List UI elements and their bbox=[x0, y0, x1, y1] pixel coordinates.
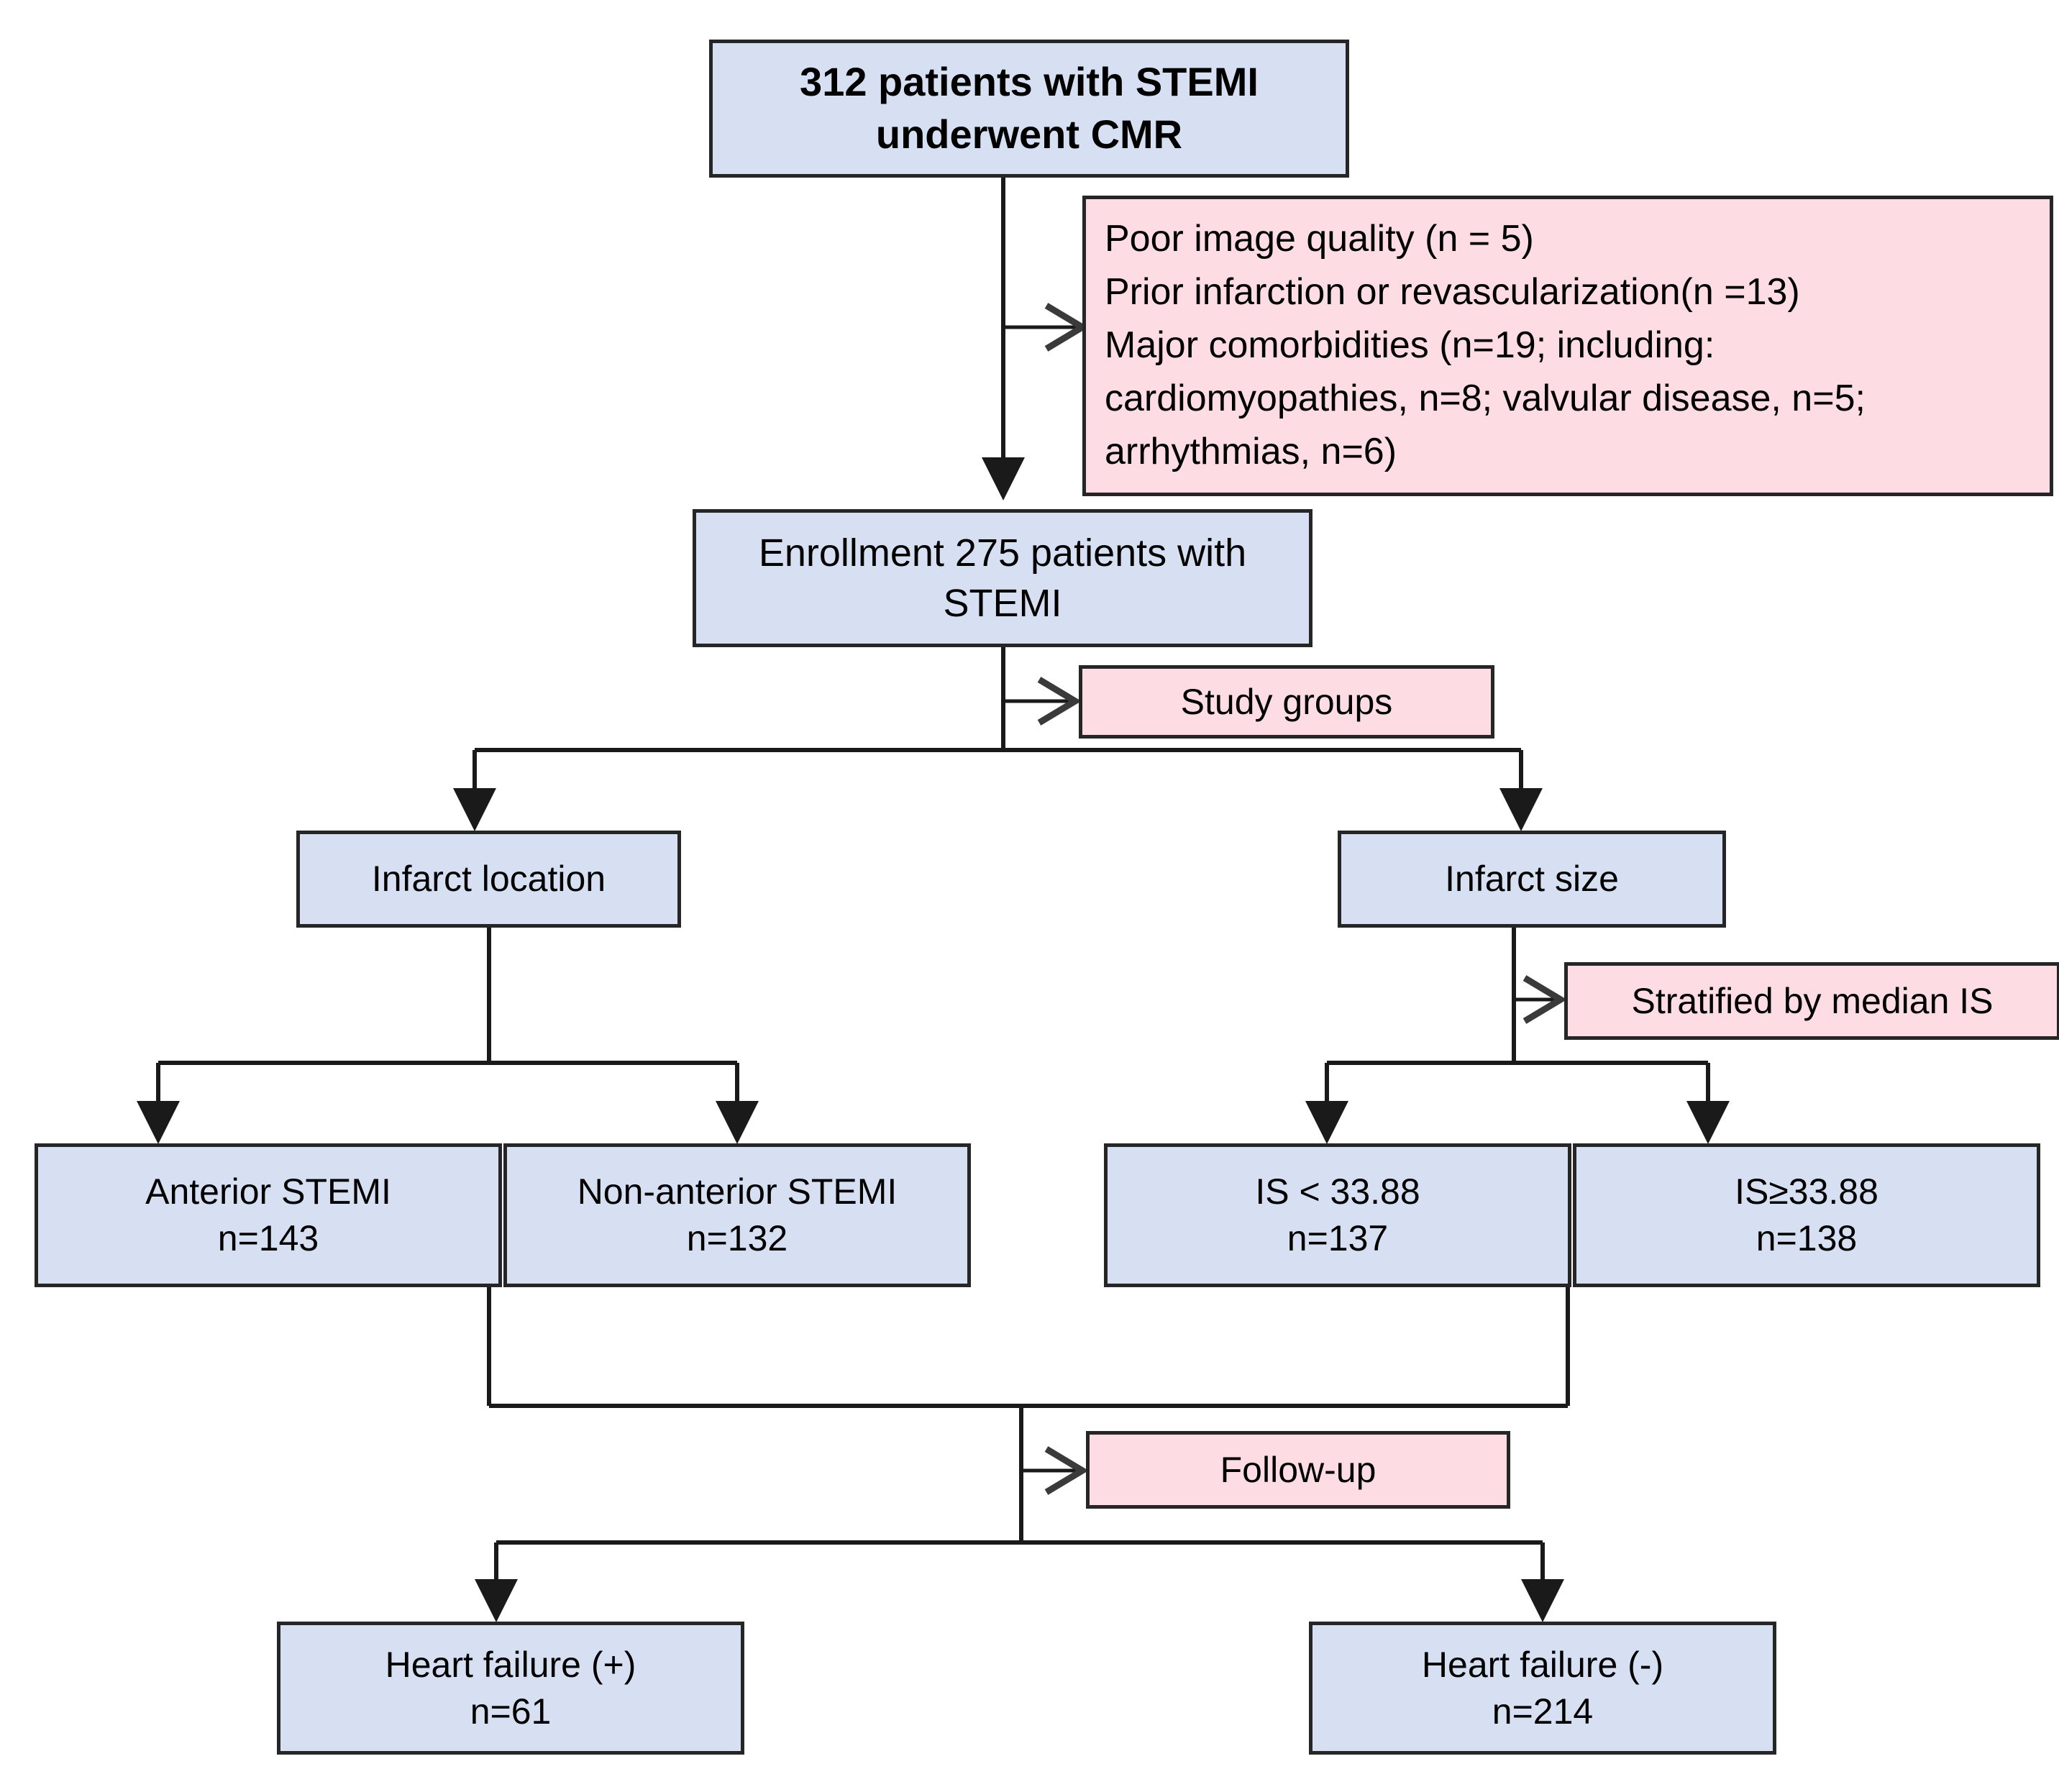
hf-negative-label: Heart failure (-) bbox=[1421, 1644, 1664, 1685]
anterior-stemi-count: n=143 bbox=[217, 1218, 319, 1258]
follow-up-label: Follow-up bbox=[1220, 1449, 1377, 1490]
node-follow-up[interactable]: Follow-up bbox=[1086, 1431, 1510, 1509]
exclusion-prior-infarction: Prior infarction or revascularization(n … bbox=[1105, 271, 1800, 314]
node-study-groups[interactable]: Study groups bbox=[1079, 665, 1494, 739]
study-groups-label: Study groups bbox=[1180, 681, 1393, 722]
node-root-line1: 312 patients with STEMI bbox=[800, 59, 1259, 105]
node-anterior-stemi[interactable]: Anterior STEMI n=143 bbox=[35, 1143, 502, 1287]
is-low-count: n=137 bbox=[1287, 1218, 1389, 1258]
node-non-anterior-stemi[interactable]: Non-anterior STEMI n=132 bbox=[503, 1143, 971, 1287]
node-infarct-size[interactable]: Infarct size bbox=[1338, 831, 1726, 928]
non-anterior-stemi-label: Non-anterior STEMI bbox=[577, 1171, 898, 1212]
node-stratified-by-median-is[interactable]: Stratified by median IS bbox=[1564, 962, 2059, 1040]
is-low-label: IS < 33.88 bbox=[1255, 1171, 1420, 1212]
node-enrollment-line2: STEMI bbox=[943, 582, 1062, 625]
exclusion-poor-image-quality: Poor image quality (n = 5) bbox=[1105, 218, 1534, 260]
exclusion-comorbidity-detail-2: arrhythmias, n=6) bbox=[1105, 430, 1397, 472]
node-heart-failure-positive[interactable]: Heart failure (+) n=61 bbox=[277, 1622, 744, 1755]
node-exclusion-criteria[interactable]: Poor image quality (n = 5) Prior infarct… bbox=[1082, 196, 2053, 496]
node-heart-failure-negative[interactable]: Heart failure (-) n=214 bbox=[1309, 1622, 1776, 1755]
node-is-below-median[interactable]: IS < 33.88 n=137 bbox=[1104, 1143, 1571, 1287]
hf-positive-count: n=61 bbox=[470, 1691, 552, 1732]
anterior-stemi-label: Anterior STEMI bbox=[145, 1171, 391, 1212]
is-high-count: n=138 bbox=[1756, 1218, 1858, 1258]
infarct-size-label: Infarct size bbox=[1445, 859, 1619, 899]
node-root-cohort[interactable]: 312 patients with STEMI underwent CMR bbox=[709, 40, 1349, 178]
stratified-label: Stratified by median IS bbox=[1631, 980, 1994, 1021]
is-high-label: IS≥33.88 bbox=[1735, 1171, 1878, 1212]
node-is-above-median[interactable]: IS≥33.88 n=138 bbox=[1573, 1143, 2040, 1287]
node-infarct-location[interactable]: Infarct location bbox=[296, 831, 681, 928]
hf-positive-label: Heart failure (+) bbox=[385, 1644, 636, 1685]
node-enrollment-line1: Enrollment 275 patients with bbox=[758, 531, 1247, 575]
exclusion-comorbidity-detail-1: cardiomyopathies, n=8; valvular disease,… bbox=[1105, 377, 1866, 419]
node-root-line2: underwent CMR bbox=[875, 111, 1183, 157]
exclusion-major-comorbidities: Major comorbidities (n=19; including: bbox=[1105, 324, 1715, 367]
infarct-location-label: Infarct location bbox=[371, 859, 606, 899]
hf-negative-count: n=214 bbox=[1492, 1691, 1594, 1732]
non-anterior-stemi-count: n=132 bbox=[686, 1218, 788, 1258]
node-enrollment[interactable]: Enrollment 275 patients with STEMI bbox=[693, 509, 1312, 647]
